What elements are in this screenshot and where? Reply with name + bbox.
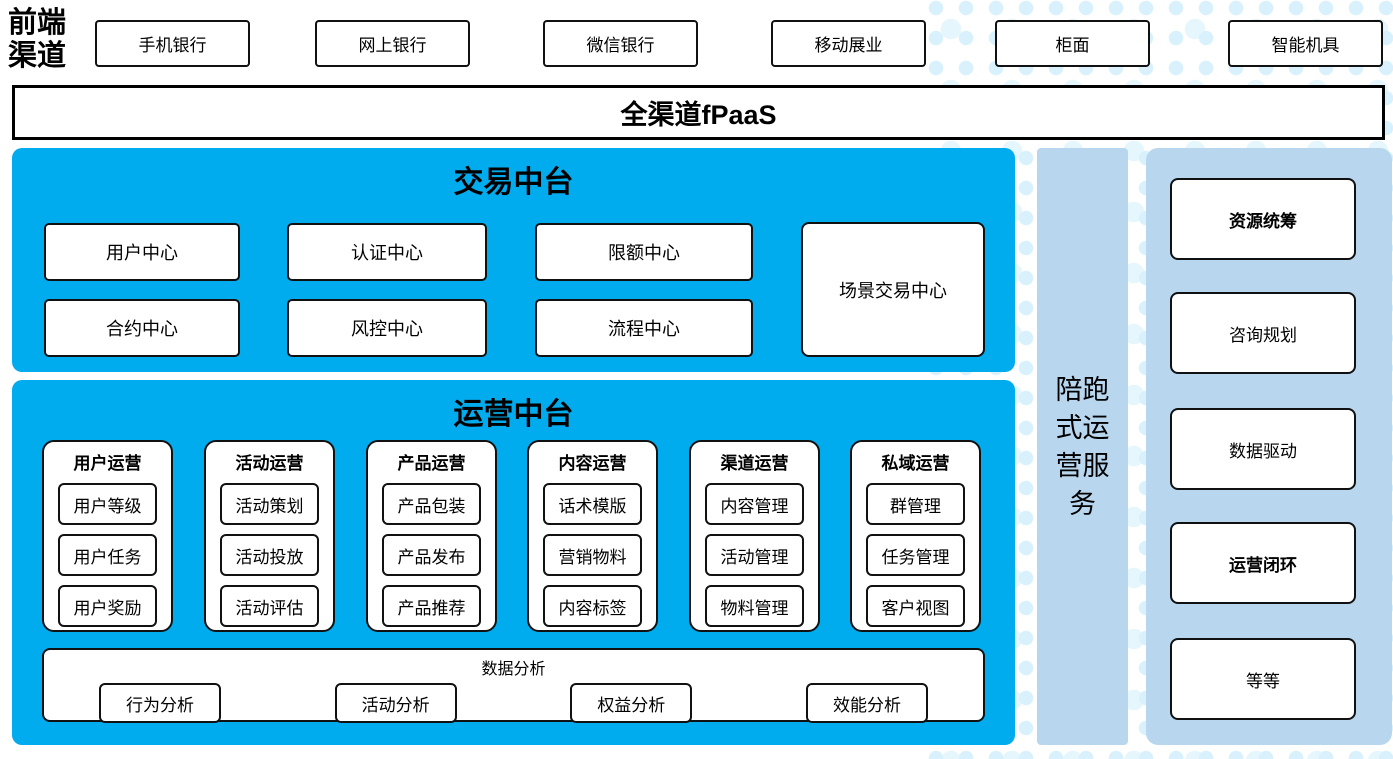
column-title: 私域运营 <box>881 454 950 473</box>
operation-platform-title: 运营中台 <box>453 398 574 431</box>
column-private-domain-operation: 私域运营 群管理 任务管理 客户视图 <box>850 440 981 632</box>
node-data-driven: 数据驱动 <box>1170 408 1356 490</box>
node-task-management: 任务管理 <box>866 534 965 576</box>
node-resource-coordination: 资源统筹 <box>1170 178 1356 260</box>
node-scenario-transaction-center: 场景交易中心 <box>801 222 985 357</box>
channel-mobile-banking: 手机银行 <box>95 20 250 67</box>
node-operation-closed-loop: 运营闭环 <box>1170 522 1356 604</box>
node-user-level: 用户等级 <box>58 483 157 525</box>
front-channels-label-line2: 渠道 <box>8 38 67 72</box>
transaction-platform-title: 交易中台 <box>453 166 574 199</box>
node-process-center: 流程中心 <box>535 299 753 357</box>
service-capability-panel: 资源统筹 咨询规划 数据驱动 运营闭环 等等 <box>1146 148 1392 745</box>
node-consulting-planning: 咨询规划 <box>1170 292 1356 374</box>
channel-counter: 柜面 <box>995 20 1150 67</box>
data-analysis-band: 数据分析 行为分析 活动分析 权益分析 效能分析 <box>42 648 985 723</box>
node-activity-management: 活动管理 <box>705 534 804 576</box>
column-activity-operation: 活动运营 活动策划 活动投放 活动评估 <box>204 440 335 632</box>
node-marketing-material: 营销物料 <box>543 534 642 576</box>
column-channel-operation: 渠道运营 内容管理 活动管理 物料管理 <box>689 440 820 632</box>
node-product-release: 产品发布 <box>382 534 481 576</box>
node-auth-center: 认证中心 <box>287 223 487 281</box>
node-user-reward: 用户奖励 <box>58 585 157 627</box>
node-efficiency-analysis: 效能分析 <box>805 683 928 723</box>
node-script-template: 话术模版 <box>543 483 642 525</box>
node-rights-analysis: 权益分析 <box>570 683 693 723</box>
node-behavior-analysis: 行为分析 <box>99 683 221 723</box>
channel-smart-devices: 智能机具 <box>1228 20 1383 67</box>
node-product-packaging: 产品包装 <box>382 483 481 525</box>
node-etc: 等等 <box>1170 638 1356 720</box>
node-user-center: 用户中心 <box>44 223 240 281</box>
node-activity-delivery: 活动投放 <box>220 534 319 576</box>
node-group-management: 群管理 <box>866 483 965 525</box>
node-risk-center: 风控中心 <box>287 299 487 357</box>
front-channels-label: 前端 渠道 <box>8 6 66 72</box>
node-product-recommend: 产品推荐 <box>382 585 481 627</box>
channel-online-banking: 网上银行 <box>315 20 470 67</box>
node-activity-evaluation: 活动评估 <box>220 585 319 627</box>
node-user-task: 用户任务 <box>58 534 157 576</box>
column-product-operation: 产品运营 产品包装 产品发布 产品推荐 <box>366 440 497 632</box>
column-title: 产品运营 <box>397 454 466 473</box>
channel-wechat-banking: 微信银行 <box>543 20 698 67</box>
omnichannel-fpaas-bar: 全渠道fPaaS <box>12 85 1385 140</box>
node-content-management: 内容管理 <box>705 483 804 525</box>
node-material-management: 物料管理 <box>705 585 804 627</box>
node-customer-view: 客户视图 <box>866 585 965 627</box>
operation-platform-section: 运营中台 用户运营 用户等级 用户任务 用户奖励 活动运营 活动策划 活动投放 … <box>12 380 1015 745</box>
accompanying-operation-service-bar: 陪跑式运营服务 <box>1037 148 1128 745</box>
accompanying-operation-service-label: 陪跑式运营服务 <box>1055 374 1110 519</box>
data-analysis-title: 数据分析 <box>481 661 546 678</box>
column-title: 用户运营 <box>73 454 142 473</box>
column-content-operation: 内容运营 话术模版 营销物料 内容标签 <box>527 440 658 632</box>
node-limit-center: 限额中心 <box>535 223 753 281</box>
transaction-platform-section: 交易中台 用户中心 认证中心 限额中心 合约中心 风控中心 流程中心 场景交易中… <box>12 148 1015 372</box>
column-user-operation: 用户运营 用户等级 用户任务 用户奖励 <box>42 440 173 632</box>
channel-mobile-sales: 移动展业 <box>771 20 926 67</box>
front-channels-label-line1: 前端 <box>8 5 67 39</box>
node-content-tag: 内容标签 <box>543 585 642 627</box>
node-activity-planning: 活动策划 <box>220 483 319 525</box>
column-title: 活动运营 <box>235 454 304 473</box>
data-analysis-row: 行为分析 活动分析 权益分析 效能分析 <box>44 683 983 723</box>
node-activity-analysis: 活动分析 <box>334 683 457 723</box>
node-contract-center: 合约中心 <box>44 299 240 357</box>
column-title: 内容运营 <box>558 454 627 473</box>
column-title: 渠道运营 <box>720 454 789 473</box>
